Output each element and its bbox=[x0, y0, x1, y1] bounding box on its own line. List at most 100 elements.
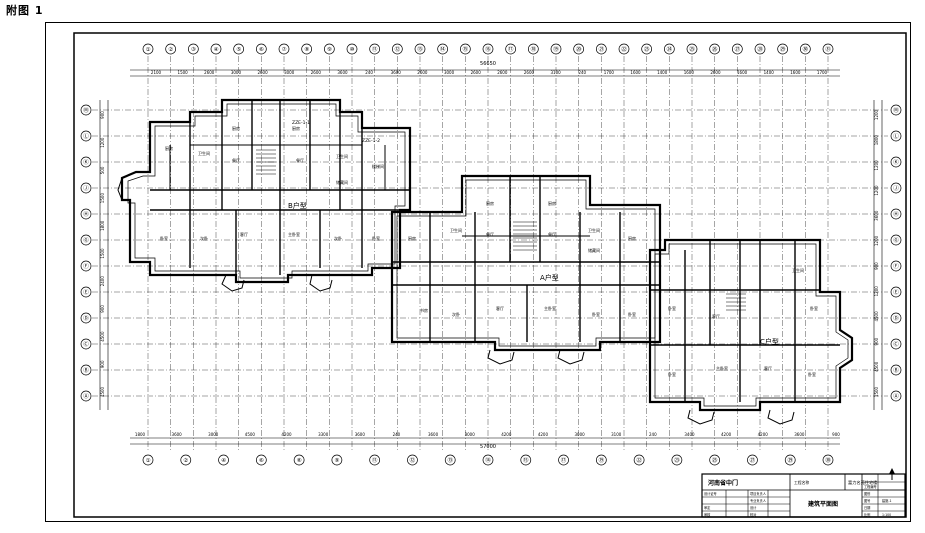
dimension-text: 3000 bbox=[231, 70, 242, 75]
bottom-axis-label: ㉓ bbox=[674, 456, 680, 464]
left-axis-bubble bbox=[80, 156, 92, 168]
project-label: 工程名称 bbox=[794, 480, 809, 485]
bottom-axis-bubble bbox=[671, 454, 683, 466]
top-axis-label: ㉔ bbox=[667, 45, 673, 53]
right-axis-bubble bbox=[890, 260, 902, 272]
grid-lines-horizontal bbox=[92, 109, 888, 397]
bottom-axis-label: ⑧ bbox=[297, 458, 302, 464]
dimension-text: 4500 bbox=[100, 386, 105, 397]
bottom-axis-bubble bbox=[520, 454, 532, 466]
dimension-text: 2600 bbox=[204, 70, 215, 75]
room-label: 客厅 bbox=[764, 365, 772, 371]
top-axis-bubble bbox=[369, 43, 381, 55]
right-axis-label: Ⓒ bbox=[893, 340, 899, 348]
dimension-text: 240 bbox=[649, 432, 657, 437]
room-label: 主卧室 bbox=[716, 365, 728, 371]
dimension-text: 4500 bbox=[100, 331, 105, 342]
room-label: 餐厅 bbox=[296, 157, 304, 163]
dimension-text: 1500 bbox=[100, 248, 105, 259]
room-label: 次卧 bbox=[452, 311, 460, 317]
left-axis-bubble bbox=[80, 312, 92, 324]
dimension-text: 4500 bbox=[874, 361, 879, 372]
top-axis-label: ③ bbox=[191, 47, 196, 53]
top-axis-label: ㉘ bbox=[757, 45, 763, 53]
bottom-axis-bubble bbox=[180, 454, 192, 466]
top-axis-bubble bbox=[323, 43, 335, 55]
left-axis-bubble bbox=[80, 208, 92, 220]
dimension-text: 2400 bbox=[100, 276, 105, 287]
top-axis-bubble bbox=[482, 43, 494, 55]
left-axis-label: Ⓐ bbox=[83, 392, 89, 400]
dimension-text: 2600 bbox=[311, 70, 322, 75]
dimension-text: 4200 bbox=[758, 432, 769, 437]
bottom-axis-bubble bbox=[709, 454, 721, 466]
dimension-text: 900 bbox=[100, 111, 105, 119]
top-axis-bubble bbox=[187, 43, 199, 55]
left-axis-bubble bbox=[80, 182, 92, 194]
bottom-axis-bubble bbox=[407, 454, 418, 466]
top-axis-label: ⑨ bbox=[327, 46, 332, 53]
unit-b-label: B户型 bbox=[288, 201, 307, 210]
right-axis-label: Ⓚ bbox=[893, 158, 899, 166]
top-axis-label: ㉒ bbox=[621, 45, 627, 53]
dimension-text: 900 bbox=[874, 337, 879, 345]
right-axis-bubble bbox=[890, 208, 902, 220]
right-axis-bubble bbox=[890, 156, 902, 168]
dimension-text: 1600 bbox=[630, 70, 641, 75]
top-axis-label: ⑩ bbox=[350, 46, 355, 53]
left-axis-label: Ⓑ bbox=[83, 366, 89, 374]
dimension-text: 240 bbox=[365, 70, 373, 75]
right-axis-bubble bbox=[890, 390, 902, 402]
room-labels: 厨房 卫生间 厨房 餐厅 厨房 餐厅 卫生间 储藏间 楼梯间 卧室 次卧 客厅 … bbox=[160, 125, 818, 377]
room-label: 主卧室 bbox=[544, 305, 556, 311]
bottom-axis-label: ⑭ bbox=[485, 456, 491, 464]
room-label: 厨房 bbox=[408, 235, 416, 241]
right-axis-label: Ⓑ bbox=[893, 366, 899, 374]
tb-sheet-no: 建施-1 bbox=[882, 498, 892, 503]
top-axis-label: ⑯ bbox=[485, 45, 491, 53]
dimension-text: 1200 bbox=[874, 235, 879, 246]
tb-scale: 1:100 bbox=[882, 513, 891, 517]
tb-mid-cell: 设计 bbox=[750, 505, 757, 510]
left-axis-label: Ⓗ bbox=[83, 210, 89, 218]
right-axis-label: Ⓛ bbox=[893, 132, 899, 140]
left-axis-bubble bbox=[80, 390, 92, 402]
top-axis-bubble bbox=[754, 43, 766, 55]
right-axis-label: Ⓐ bbox=[893, 392, 899, 400]
dimension-text: 3000 bbox=[574, 432, 585, 437]
room-label: 储藏间 bbox=[336, 179, 348, 185]
right-axis-bubble bbox=[890, 182, 902, 194]
top-axis-bubble bbox=[777, 43, 789, 55]
overall-dim-bottom: 57000 bbox=[480, 444, 496, 450]
bottom-axis-bubble bbox=[822, 454, 834, 466]
dimension-text: 1800 bbox=[135, 432, 146, 437]
room-label: 楼梯间 bbox=[372, 163, 384, 169]
bottom-axis-bubble bbox=[331, 454, 343, 466]
room-label: 卧室 bbox=[668, 371, 676, 377]
unit-a-walls bbox=[390, 174, 662, 365]
window-tag-1: ZZE-1-1 bbox=[292, 120, 310, 126]
dimension-text: 240 bbox=[578, 70, 586, 75]
dimension-text: 2600 bbox=[257, 70, 268, 75]
room-label: 餐厅 bbox=[548, 231, 556, 237]
right-axis-bubble bbox=[890, 104, 902, 116]
top-axis-label: ⑮ bbox=[463, 45, 469, 53]
left-axis-label: Ⓒ bbox=[83, 340, 89, 348]
top-axis-bubble bbox=[437, 43, 449, 55]
room-label: 次卧 bbox=[200, 235, 208, 241]
tb-left-cell: 审核 bbox=[704, 512, 711, 517]
dimension-text: 3000 bbox=[465, 432, 476, 437]
dimension-text: 4200 bbox=[501, 432, 512, 437]
figure-caption: 附图 1 bbox=[6, 4, 44, 17]
top-axis-bubble bbox=[210, 43, 222, 55]
right-axis-label: Ⓔ bbox=[893, 288, 899, 296]
right-axis-label: Ⓙ bbox=[893, 184, 899, 192]
dimension-text: 1500 bbox=[874, 386, 879, 397]
top-axis-label: ㉗ bbox=[735, 45, 741, 53]
drawing-title: 建筑平面图 bbox=[808, 500, 838, 508]
bottom-axis-label: ① bbox=[146, 458, 151, 464]
unit-a-label: A户型 bbox=[540, 273, 559, 282]
